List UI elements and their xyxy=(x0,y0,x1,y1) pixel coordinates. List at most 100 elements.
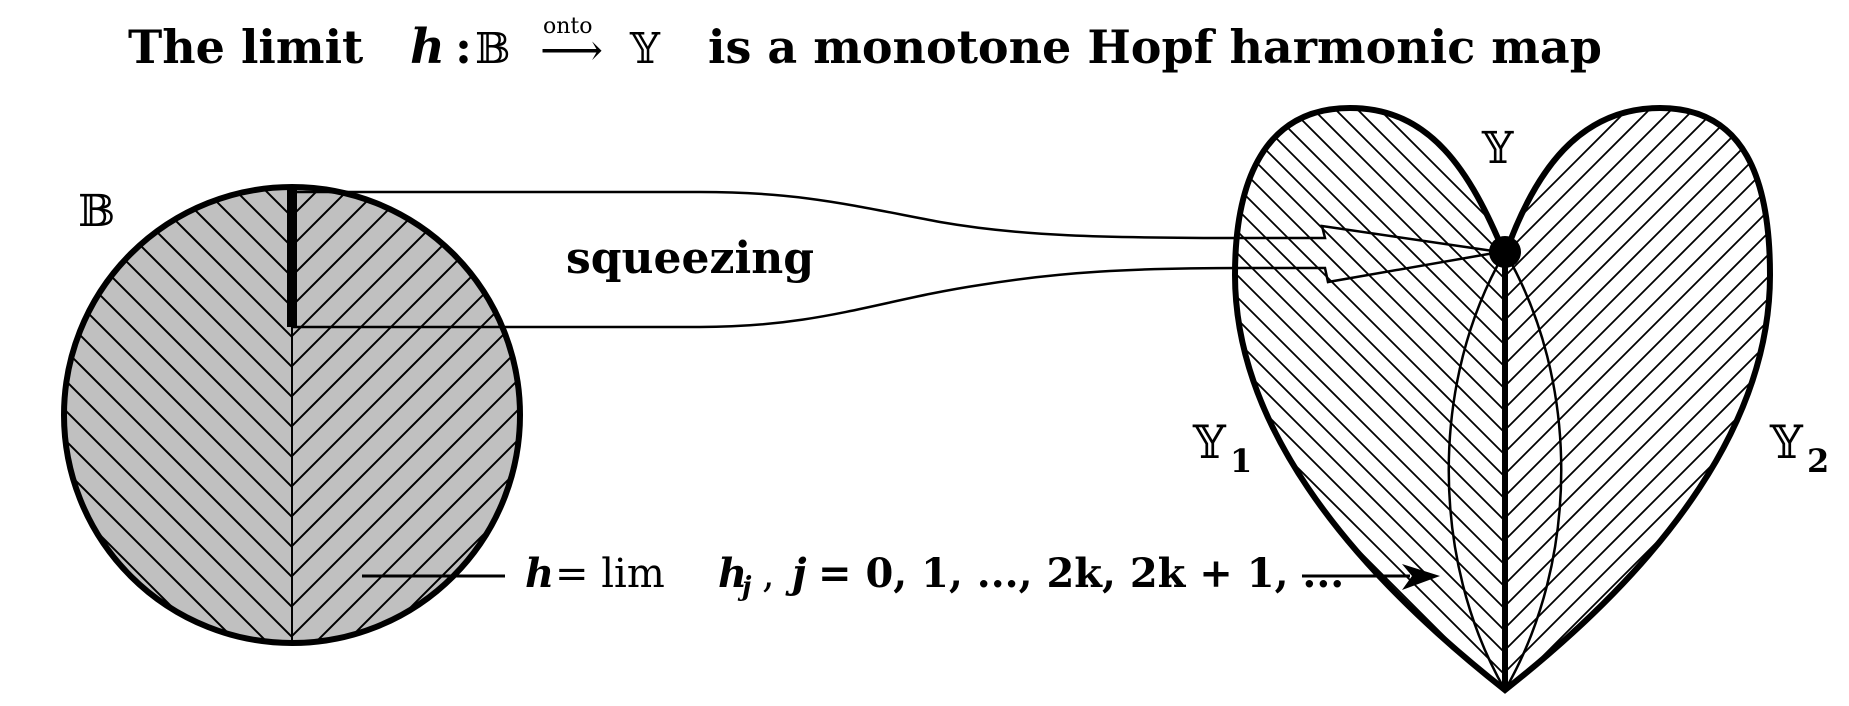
heart-hatch-line xyxy=(1235,108,1355,690)
heart-hatch-line xyxy=(1505,108,1704,690)
formula-eq-lim: = lim xyxy=(555,551,665,597)
disk-hatch-line xyxy=(372,190,518,641)
disk-hatch-line xyxy=(66,190,292,641)
heart-hatch-line xyxy=(1235,108,1505,690)
heart-hatch-line xyxy=(1235,108,1505,690)
title-codomain-symbol: 𝕐 xyxy=(629,24,661,73)
heart-hatch-line xyxy=(1718,108,1770,690)
disk-hatch-line xyxy=(66,190,241,641)
disk-hatch-line xyxy=(170,190,292,641)
heart-hatch-line xyxy=(1766,100,1849,700)
heart-hatch-line xyxy=(1435,108,1505,690)
heart-hatch-line xyxy=(1788,100,1849,700)
heart-hatch-line xyxy=(1235,108,1505,690)
heart-hatch-line xyxy=(1235,108,1465,690)
heart-hatch-line xyxy=(1235,108,1399,690)
disk-hatch-line xyxy=(292,190,473,641)
heart-hatch-line xyxy=(1505,108,1770,690)
title-colon: : xyxy=(455,20,472,74)
heart-hatch-line xyxy=(1501,108,1505,690)
heart-hatch-line xyxy=(1457,108,1505,690)
disk-hatch-line xyxy=(292,190,518,641)
heart-hatch-line xyxy=(1505,108,1770,690)
heart-hatch-right xyxy=(1505,100,1849,700)
heart-hatch-line xyxy=(1235,108,1505,690)
disk-hatch-line xyxy=(66,190,292,641)
formula-comma: , xyxy=(762,551,775,597)
disk-hatch-line xyxy=(80,190,292,641)
heart-hatch-line xyxy=(1505,108,1770,690)
heart-hatch-line xyxy=(1235,108,1289,690)
disk-hatch-line xyxy=(292,190,443,641)
heart-hatch-line xyxy=(1630,108,1770,690)
heart-hatch-line xyxy=(1505,108,1572,690)
heart-hatch-line xyxy=(1347,108,1505,690)
disk-hatch-line xyxy=(66,190,271,641)
title-suffix: is a monotone Hopf harmonic map xyxy=(708,20,1602,74)
formula-arrowhead xyxy=(1402,564,1440,590)
heart-hatch-line xyxy=(1656,100,1849,700)
heart-hatch-line xyxy=(1235,108,1505,690)
heart-hatch-line xyxy=(1235,108,1245,690)
heart-hatch-line xyxy=(1524,100,1849,700)
heart-hatch-line xyxy=(1505,108,1770,690)
heart-hatch-line xyxy=(1235,108,1505,690)
left-lobe-subscript: 1 xyxy=(1230,442,1252,480)
disk-hatch-line xyxy=(292,190,518,641)
heart-hatch-line xyxy=(1505,108,1638,690)
heart-hatch-line xyxy=(1612,100,1849,700)
formula-lhs: h xyxy=(525,550,554,597)
disk-hatch-line xyxy=(66,190,292,641)
heart-hatch-line xyxy=(1505,108,1748,690)
heart-hatch-line xyxy=(1505,108,1682,690)
heart-hatch-line xyxy=(1235,108,1333,690)
heart-hatch-line xyxy=(1505,108,1726,690)
heart-hatch-line xyxy=(1505,108,1770,690)
heart-hatch-line xyxy=(1505,108,1770,690)
heart-hatch-line xyxy=(1235,108,1505,690)
heart-hatch-line xyxy=(1505,108,1660,690)
disk-hatch-line xyxy=(292,190,413,641)
squeezing-tube xyxy=(292,190,1501,329)
heart-hatch-line xyxy=(1235,108,1505,690)
heart-hatch-line xyxy=(1235,108,1505,690)
formula-j: j xyxy=(785,550,807,597)
heart-label: 𝕐 xyxy=(1481,123,1514,174)
disk-hatch-line xyxy=(140,190,292,641)
disk-hatch-line xyxy=(292,190,383,641)
formula-hj: h xyxy=(718,550,747,597)
heart-hatch-line xyxy=(622,100,1222,700)
disk-hatch-line xyxy=(342,190,518,641)
heart-hatch-line xyxy=(1505,108,1770,690)
tube-upper-spike xyxy=(1245,224,1501,254)
heart-hatch-line xyxy=(600,100,1200,700)
heart-hatch-line xyxy=(1810,100,1849,700)
heart-hatch-line xyxy=(1505,108,1770,690)
heart-hatch-line xyxy=(1325,108,1505,690)
heart-hatch-line xyxy=(1303,108,1505,690)
title-domain-symbol: 𝔹 xyxy=(475,24,511,73)
heart-hatch-line xyxy=(1369,108,1505,690)
heart-hatch-line xyxy=(1235,108,1505,690)
disk-hatch-line xyxy=(292,190,518,641)
heart-hatch-line xyxy=(1505,108,1770,690)
heart-hatch-line xyxy=(1564,108,1770,690)
heart xyxy=(600,100,1849,700)
heart-hatch-line xyxy=(1652,108,1770,690)
heart-hatch-line xyxy=(1235,108,1443,690)
disk-hatch-line xyxy=(66,190,292,641)
disk-hatch-line xyxy=(200,190,292,641)
disk-hatch-line xyxy=(312,190,518,641)
heart-hatch-line xyxy=(1235,108,1267,690)
heart-hatch-line xyxy=(1235,108,1505,690)
heart-inner-curve-right xyxy=(1503,251,1563,691)
heart-hatch-line xyxy=(1829,100,1849,700)
heart-hatch-line xyxy=(1590,100,1849,700)
heart-hatch-line xyxy=(1235,108,1311,690)
disk-hatch-line xyxy=(66,190,292,641)
heart-hatch-line xyxy=(1235,108,1487,690)
heart-hatch-line xyxy=(1505,108,1770,690)
formula-rhs: = 0, 1, ..., 2k, 2k + 1, ... xyxy=(818,550,1344,597)
heart-hatch-line xyxy=(1505,108,1616,690)
